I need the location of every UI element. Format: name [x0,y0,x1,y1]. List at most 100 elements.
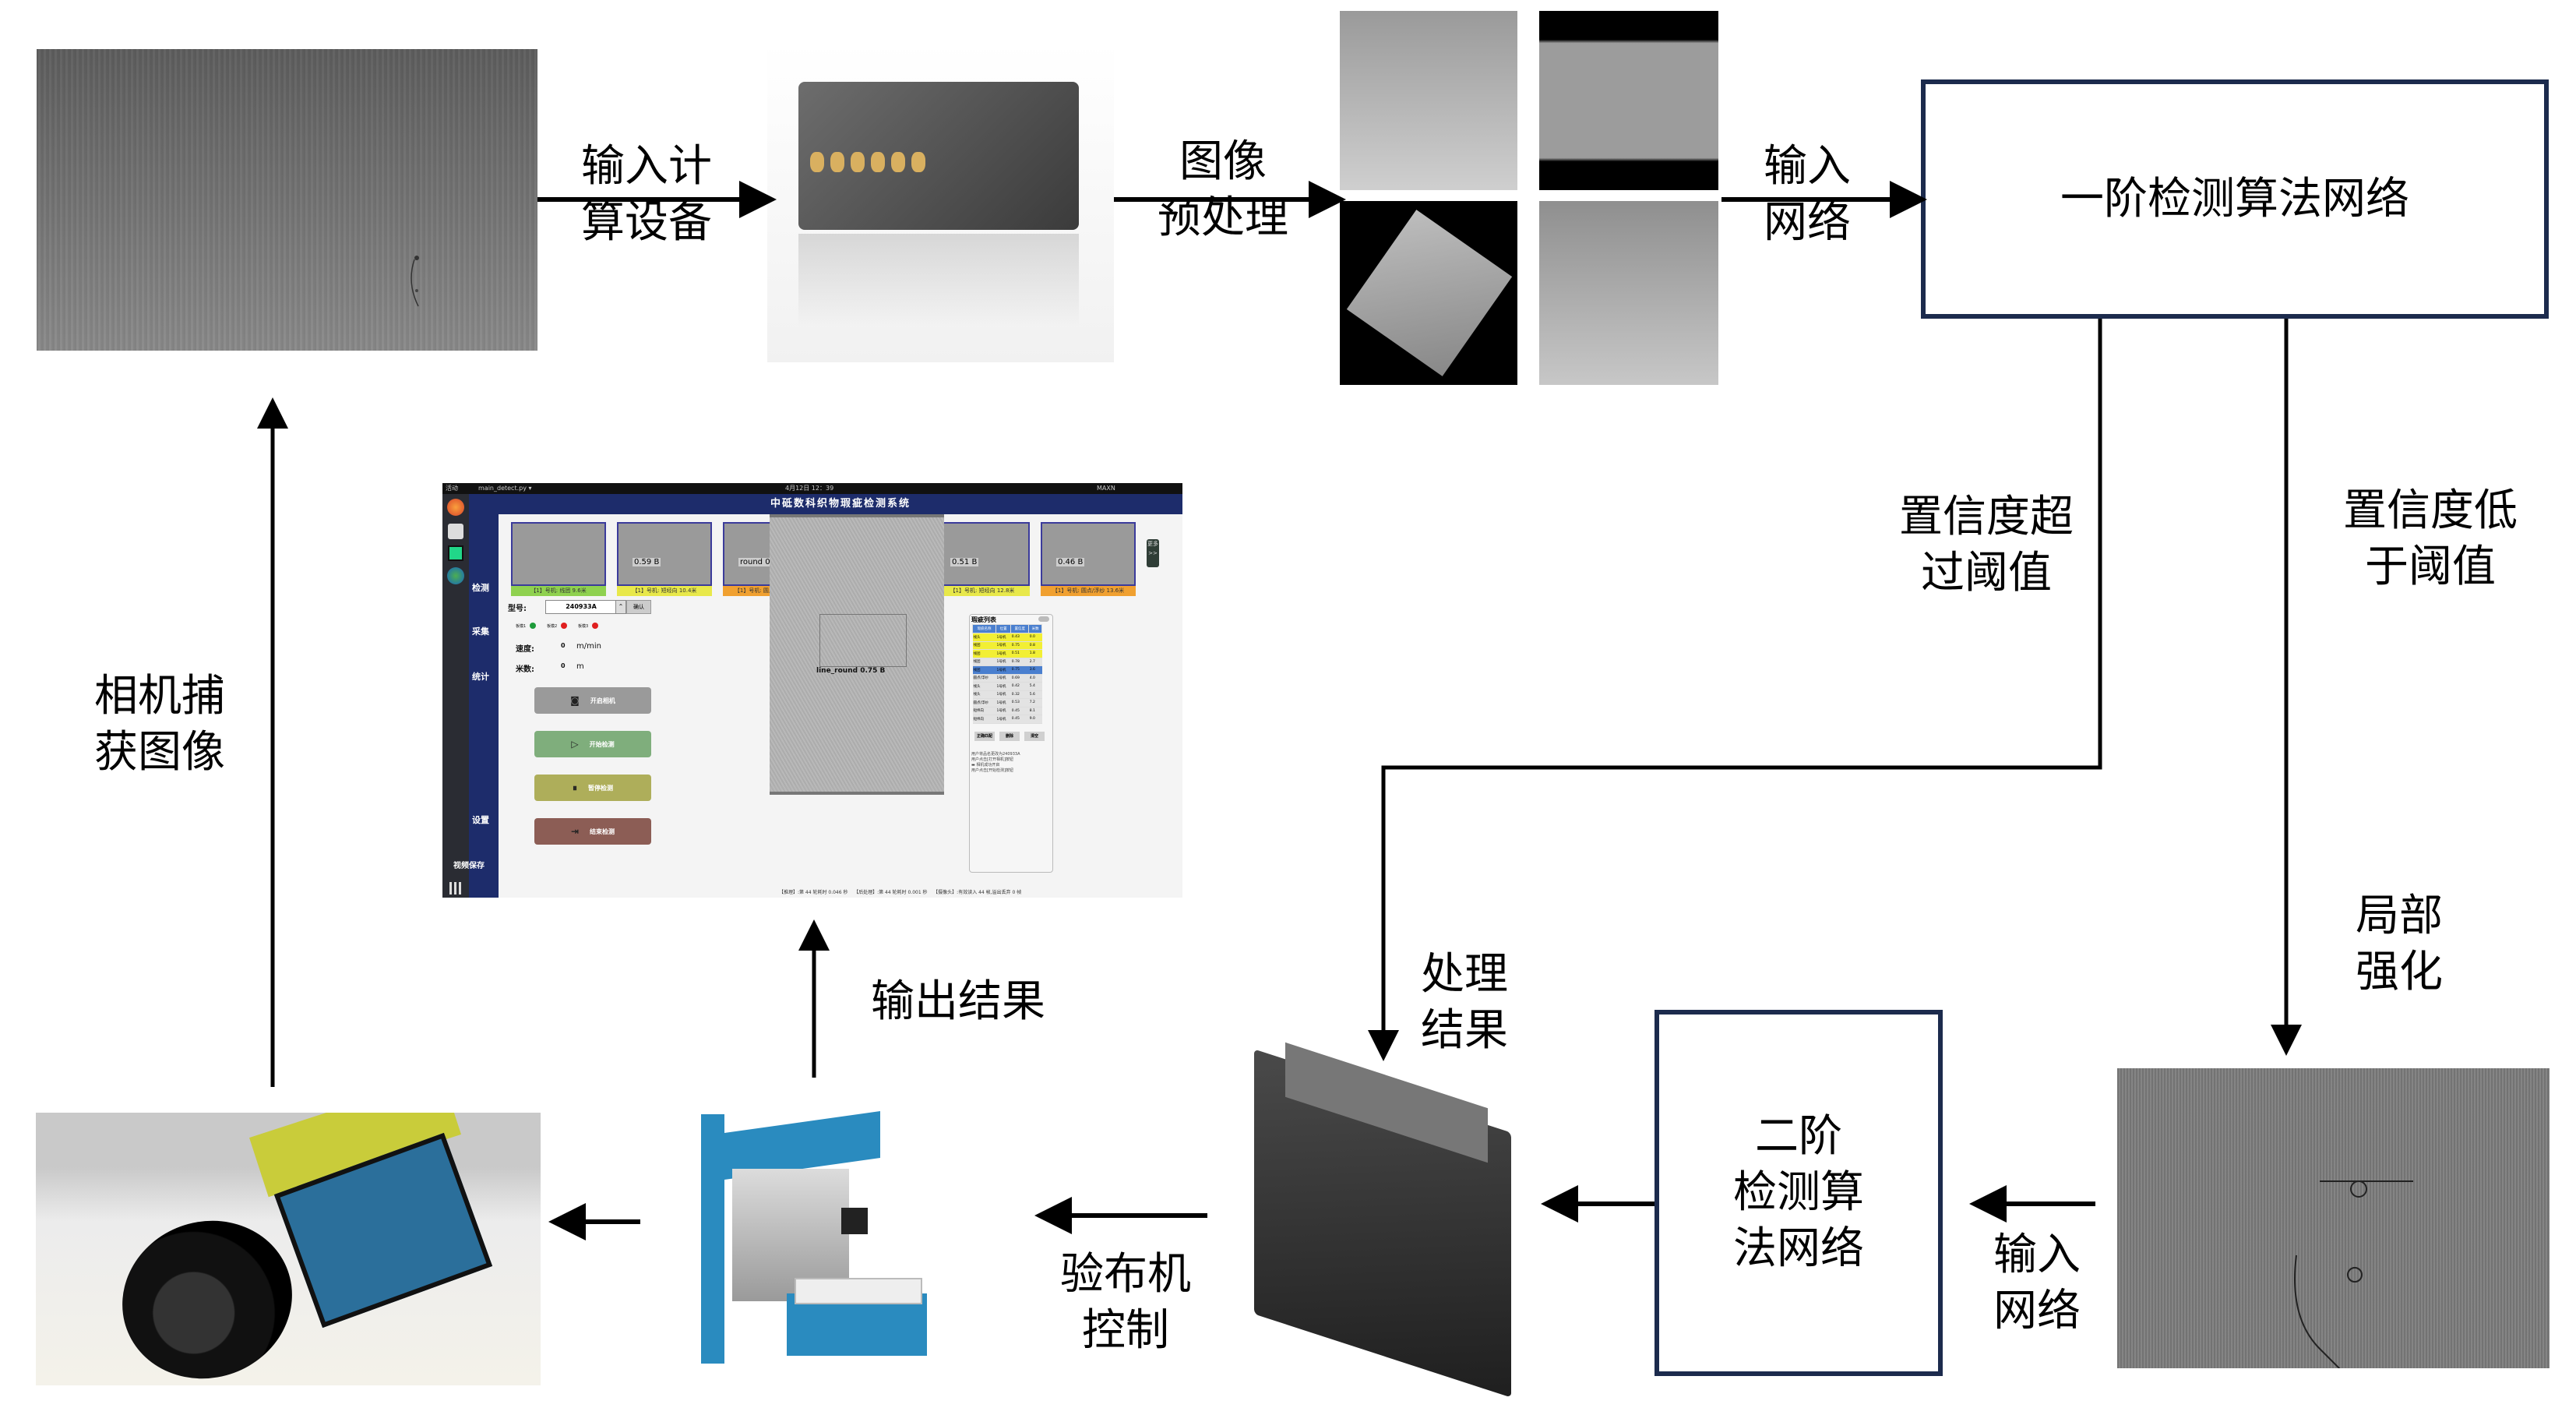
defect-table-cell: 8.1 [1028,707,1042,715]
nav-video-save[interactable]: 视频保存 [453,862,485,870]
detection-label: line_round 0.75 B [816,667,886,675]
board-label: 板模1 [516,624,527,629]
preprocessed-padded-image [1539,11,1718,190]
defect-table-cell: 1号机 [996,698,1011,708]
defect-table-cell: 4.0 [1028,674,1042,683]
activities-label[interactable]: 活动 [446,485,458,492]
thumbnail[interactable] [511,522,606,586]
model-input[interactable]: 240933A [545,600,617,614]
thumbnail-caption: 【1】号机: 短经向 10.4米 [617,586,712,596]
clock[interactable]: 4月12日 12：39 [785,485,834,492]
defect-table-cell: 1号机 [996,715,1011,724]
defect-table-cell: 短纬向 [972,707,996,715]
computing-device-body [798,82,1079,230]
apps-grid-icon[interactable] [449,882,462,895]
defect-table-header[interactable]: 置信度 [1010,624,1030,633]
computing-device-image [767,43,1114,362]
defect-table-header[interactable]: 位置 [995,624,1012,633]
control-button[interactable]: ▷开始检测 [534,731,651,757]
defect-table-cell: 0.45 [1010,707,1029,715]
board-status-indicator [592,623,598,629]
speed-label: 速度: [516,645,534,654]
defect-table-cell: 1号机 [996,658,1011,666]
thumbnail[interactable]: 0.46 B [1041,522,1136,586]
label-preprocess: 图像 预处理 [1158,136,1288,243]
defect-table-cell: 线头 [972,682,996,691]
nav-detect[interactable]: 检测 [472,583,489,593]
nav-settings[interactable]: 设置 [472,815,489,825]
defect-panel-button[interactable]: 删除 [999,732,1020,741]
defect-table-cell: 0.53 [1010,698,1029,708]
control-button-label: 开启相机 [590,697,615,704]
defect-table-cell: 9.0 [1028,715,1042,724]
control-button-label: 开始检测 [589,740,615,748]
label-input-network-bottom: 输入 网络 [1993,1230,2081,1336]
thumbnail[interactable]: 0.51 B [935,522,1030,586]
meters-label: 米数: [516,665,534,674]
panel-toggle[interactable] [1038,616,1049,622]
thumbnail-caption: 【1】号机: 短经向 12.8米 [935,586,1030,596]
defect-table-header[interactable]: 米数 [1028,624,1042,633]
thumbnail-detection-label: round 0.74 B [738,558,792,566]
control-button[interactable]: ⏸暂停检测 [534,775,651,801]
files-icon[interactable] [448,524,463,539]
defect-table-cell: 1.8 [1028,649,1042,658]
exit-icon: ⇥ [570,826,580,837]
power-mode[interactable]: MAXN [1097,485,1115,492]
defect-table-cell: 1号机 [996,690,1011,699]
preprocessed-flipped-image [1539,201,1718,385]
firefox-icon[interactable] [447,499,464,516]
nav-collect[interactable]: 采集 [472,626,489,637]
defect-table-header[interactable]: 瑕疵名称 [972,624,996,633]
defect-table-cell: 0.69 [1010,674,1029,683]
more-button[interactable]: 更多 >> [1147,539,1159,567]
confirm-button[interactable]: 确认 [626,600,651,614]
label-process-result: 处理 结果 [1421,949,1508,1056]
app-title: 中砥数科织物瑕疵检测系统 [499,494,1182,514]
globe-icon[interactable] [447,567,464,584]
defect-table-cell: 1号机 [996,674,1011,683]
board-label: 板模3 [578,624,589,629]
thumbnail-detection-label: 0.51 B [950,558,979,566]
defect-table-cell: 线头 [972,690,996,699]
machine-monitor [841,1208,868,1234]
model-spinner[interactable]: ⌃ [615,600,626,614]
defect-table-cell: 0.78 [1010,658,1029,666]
nav-stats[interactable]: 统计 [472,672,489,682]
app-menu[interactable]: main_detect.py ▾ [478,485,532,492]
pause-icon: ⏸ [572,782,577,793]
input-fabric-image [37,49,537,351]
label-confidence-below: 置信度低 于阈值 [2343,485,2518,592]
defect-panel-button[interactable]: 清空 [1024,732,1045,741]
detection-box [819,614,907,667]
arrow-high-confidence [1368,319,2102,1061]
thumbnail[interactable]: 0.59 B [617,522,712,586]
meters-unit: m [576,662,584,671]
defect-table-cell: 线头 [972,633,996,642]
live-view-fabric: line_round 0.75 B [770,517,944,785]
enhanced-fabric-image [2117,1068,2550,1368]
defect-table-cell: 0.42 [1010,682,1029,691]
control-button[interactable]: ◙ 开启相机 [534,687,651,714]
pycharm-icon[interactable] [448,545,463,561]
label-input-compute: 输入计 算设备 [581,141,712,248]
speed-unit: m/min [576,642,601,651]
machine-roller [795,1278,922,1304]
inspection-machine-image [670,1099,966,1375]
control-button[interactable]: ⇥结束检测 [534,818,651,845]
camera-icon: ◙ [570,695,580,706]
defect-panel-button[interactable]: 正确匹配 [974,732,995,741]
